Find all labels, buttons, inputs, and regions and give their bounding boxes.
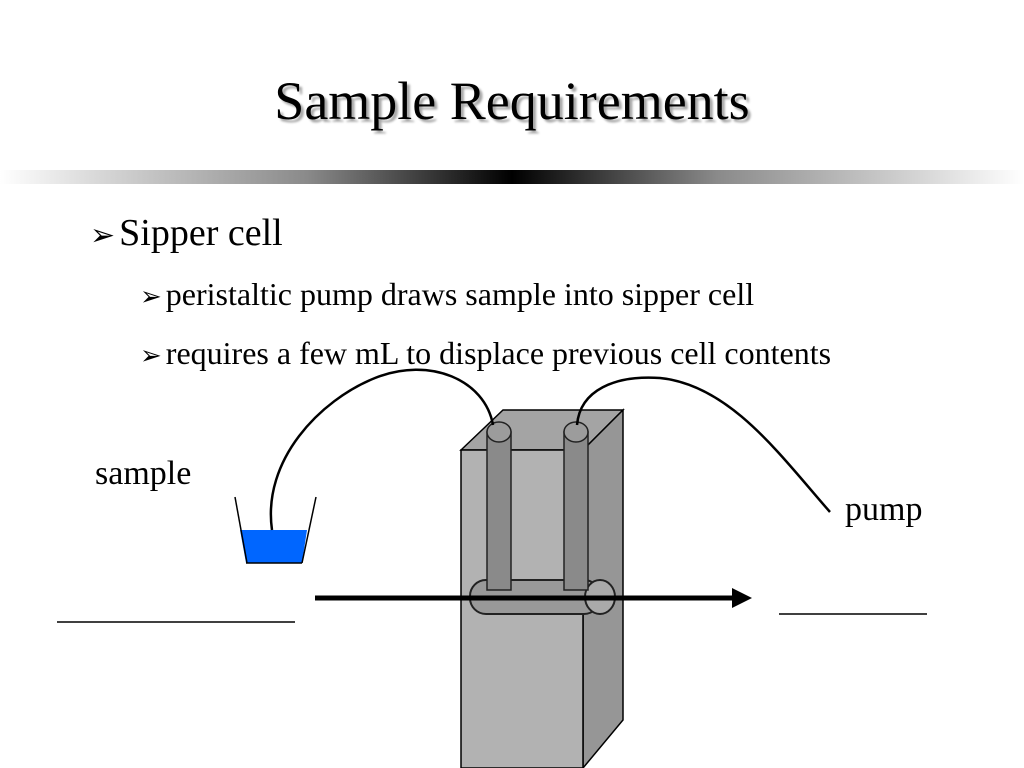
sample-label: sample [95, 455, 192, 492]
bullet-text: requires a few mL to displace previous c… [165, 335, 832, 371]
light-beam-arrow [315, 588, 752, 608]
outlet-tube [563, 421, 589, 591]
bullet-sipper-cell: ➢ Sipper cell [90, 208, 283, 261]
sample-beaker [234, 496, 317, 564]
pump-label: pump [845, 491, 923, 528]
inlet-tube [486, 421, 512, 591]
flow-channel [469, 579, 616, 615]
arrowhead-bullet-icon: ➢ [140, 341, 162, 370]
sample-liquid [240, 530, 307, 563]
bullet-text: peristaltic pump draws sample into sippe… [165, 276, 755, 312]
arrowhead-bullet-icon: ➢ [140, 282, 162, 311]
bullet-peristaltic-pump: ➢ peristaltic pump draws sample into sip… [140, 272, 754, 319]
cell-front-face [460, 449, 584, 768]
sipper-cell-block [459, 408, 625, 768]
bullet-text: Sipper cell [119, 212, 283, 254]
slide-title: Sample Requirements [274, 71, 750, 131]
title-divider [0, 170, 1024, 184]
pump-tubing [575, 376, 831, 513]
sample-tubing [269, 368, 495, 531]
cell-top-face [459, 409, 625, 451]
bullet-few-ml: ➢ requires a few mL to displace previous… [140, 330, 900, 379]
arrowhead-bullet-icon: ➢ [90, 219, 116, 252]
cell-side-face [582, 408, 624, 768]
